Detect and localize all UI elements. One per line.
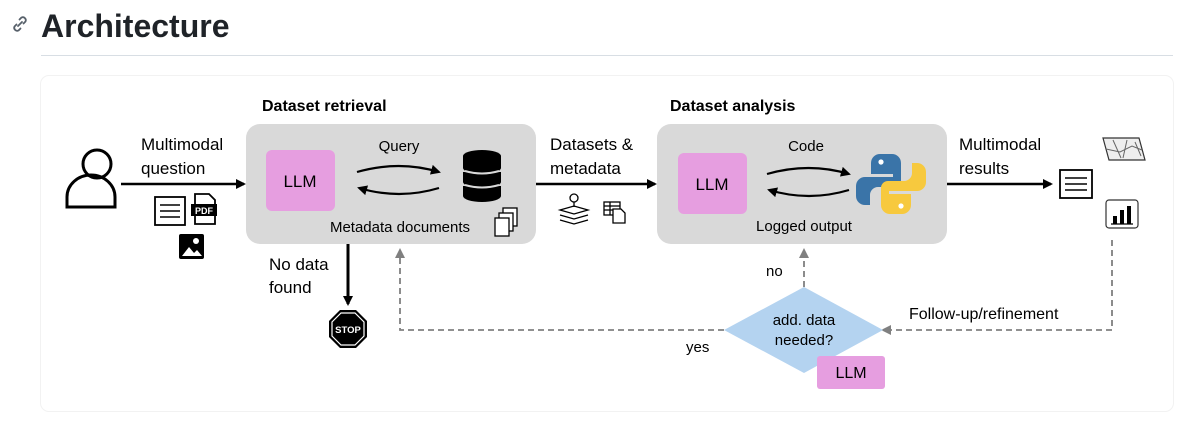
database-icon	[463, 150, 501, 202]
stop-label: STOP	[335, 325, 361, 336]
image-icon	[179, 234, 204, 259]
retrieval-llm-label: LLM	[283, 172, 316, 191]
decision-llm-label: LLM	[835, 365, 866, 382]
no-data-line1: No data	[269, 255, 329, 274]
bar-chart-icon	[1105, 199, 1139, 229]
user-icon	[65, 148, 117, 209]
query-arrow	[356, 164, 441, 175]
pdf-label: PDF	[195, 206, 214, 216]
map-layers-icon	[557, 193, 591, 225]
logged-output-arrow	[767, 187, 850, 198]
input-label-line2: question	[141, 159, 205, 178]
python-logo-icon	[856, 154, 926, 214]
query-return-arrow	[357, 185, 440, 196]
decision-line2: needed?	[775, 332, 833, 349]
retrieval-llm-box	[266, 150, 335, 211]
architecture-diagram-svg: Multimodal question PDF Dataset retrieva…	[65, 98, 1146, 389]
results-label-line1: Multimodal	[959, 135, 1041, 154]
decision-line1: add. data	[773, 312, 836, 329]
no-label: no	[766, 263, 783, 280]
retrieval-title: Dataset retrieval	[262, 98, 387, 115]
code-label: Code	[788, 138, 824, 155]
analysis-llm-box	[678, 153, 747, 214]
pdf-icon: PDF	[191, 193, 217, 225]
metadata-docs-label: Metadata documents	[330, 219, 470, 236]
results-label-line2: results	[959, 159, 1009, 178]
yes-label: yes	[686, 339, 709, 356]
stop-sign-icon: STOP	[329, 310, 367, 348]
datasets-label-line2: metadata	[550, 159, 621, 178]
analysis-llm-label: LLM	[695, 175, 728, 194]
analysis-title: Dataset analysis	[670, 98, 796, 115]
input-label-line1: Multimodal	[141, 135, 223, 154]
documents-stack-icon	[494, 207, 518, 237]
document-icon	[154, 196, 186, 226]
no-data-line2: found	[269, 278, 312, 297]
followup-arrow	[881, 240, 1113, 335]
page-header: Architecture	[0, 0, 1198, 56]
spreadsheet-icon	[603, 201, 626, 224]
yes-arrow	[395, 248, 724, 331]
header-divider	[41, 55, 1173, 56]
architecture-diagram: Multimodal question PDF Dataset retrieva…	[41, 76, 1173, 411]
page-title: Architecture	[41, 8, 230, 44]
datasets-label-line1: Datasets &	[550, 135, 634, 154]
decision-diamond	[724, 287, 883, 373]
code-arrow	[766, 166, 851, 177]
document-icon	[1059, 169, 1093, 199]
decision-llm-box	[817, 356, 885, 389]
query-label: Query	[379, 138, 420, 155]
link-icon[interactable]	[8, 12, 32, 36]
logged-output-label: Logged output	[756, 218, 853, 235]
map-icon	[1102, 137, 1146, 161]
followup-label: Follow-up/refinement	[909, 306, 1059, 323]
